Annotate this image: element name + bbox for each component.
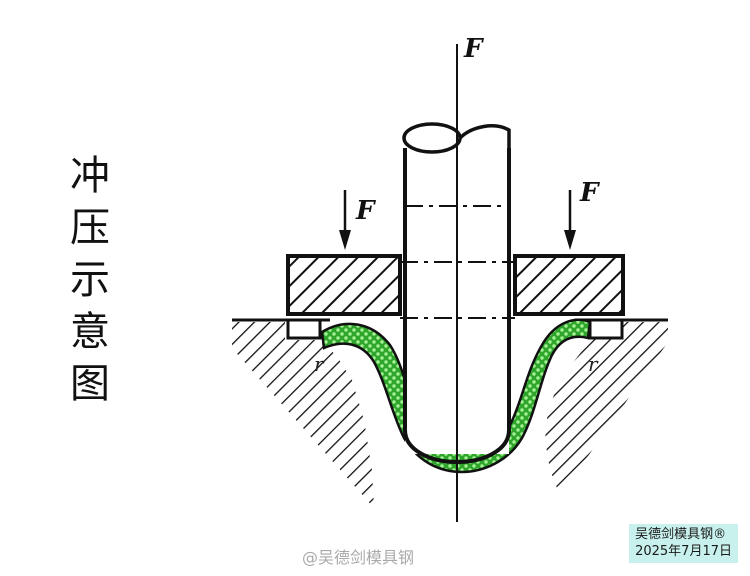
diagram-title: 冲 压 示 意 图	[62, 150, 118, 410]
force-label-right: F	[580, 178, 599, 208]
title-char-2: 压	[70, 205, 110, 251]
stamp-date: 2025年7月17日	[635, 544, 732, 559]
title-char-3: 示	[70, 257, 110, 303]
force-label-top: F	[464, 34, 483, 64]
right-gap-block	[588, 318, 624, 340]
force-arrow-left	[339, 190, 351, 250]
watermark: @吴德剑模具钢	[302, 548, 415, 567]
radius-label-right: r	[588, 352, 598, 376]
date-stamp: 吴德剑模具钢® 2025年7月17日	[629, 524, 738, 563]
title-char-5: 图	[70, 361, 110, 407]
force-label-left: F	[356, 196, 375, 226]
left-gap-block	[286, 318, 322, 340]
title-char-4: 意	[70, 309, 110, 355]
right-blank-holder	[513, 254, 625, 316]
radius-label-left: r	[314, 352, 324, 376]
force-arrow-right	[564, 190, 576, 250]
title-char-1: 冲	[70, 153, 110, 199]
stamp-author: 吴德剑模具钢®	[635, 527, 727, 542]
left-blank-holder	[286, 254, 402, 316]
right-die	[545, 318, 668, 496]
